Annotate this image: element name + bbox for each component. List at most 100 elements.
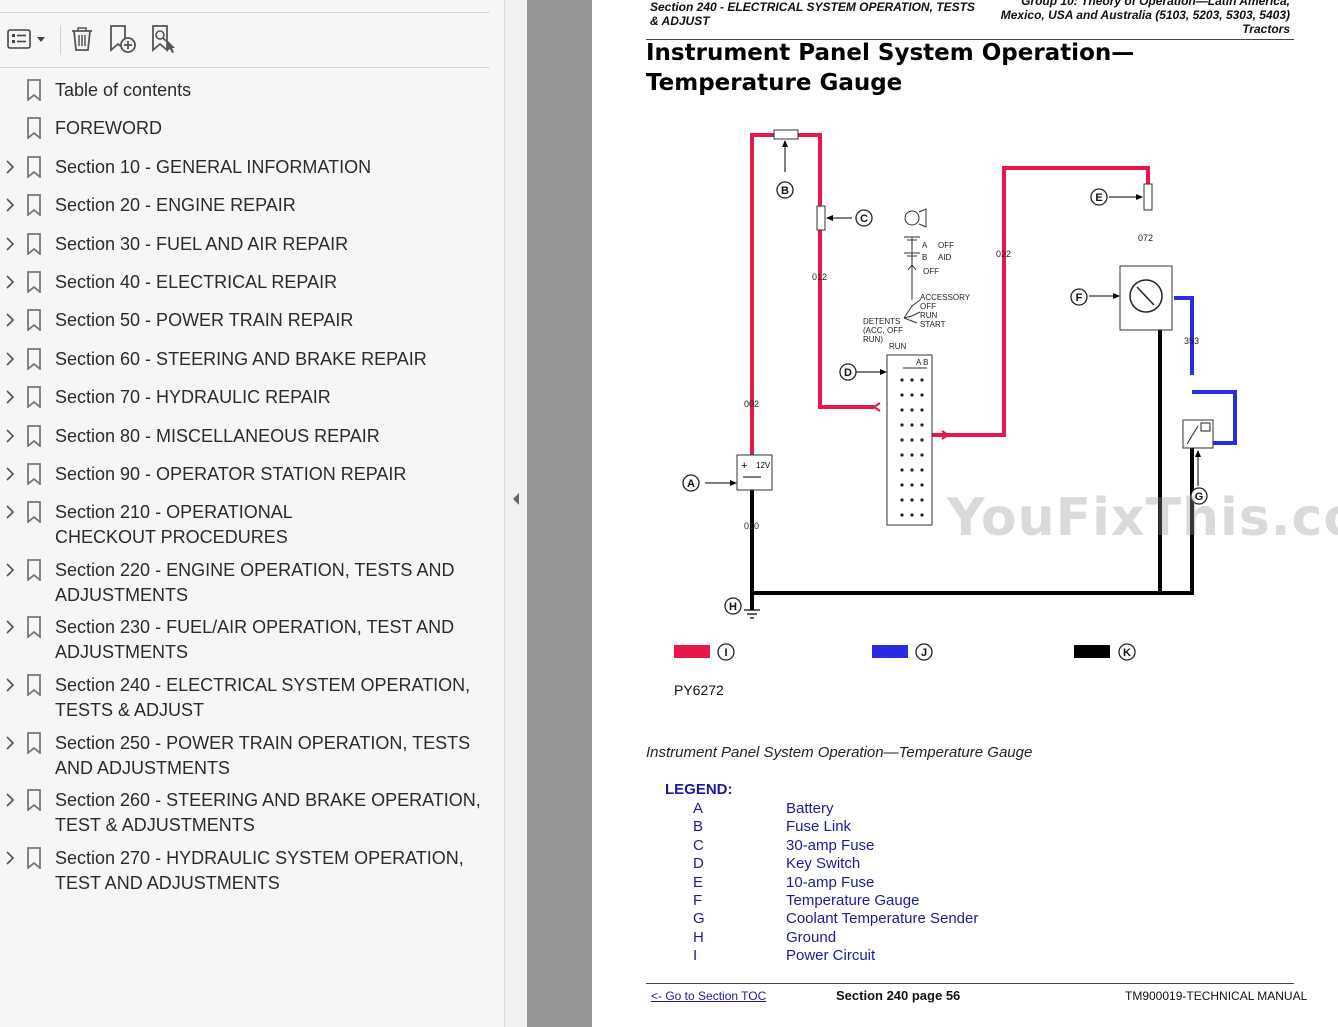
bookmark-icon <box>26 847 42 870</box>
switch-label: B <box>922 253 927 262</box>
leader-arrow <box>880 369 887 375</box>
panel-splitter[interactable] <box>505 0 527 1027</box>
legend-value: Coolant Temperature Sender <box>786 910 979 928</box>
header-group-line: Mexico, USA and Australia (5103, 5203, 5… <box>1000 8 1290 22</box>
chevron-right-icon[interactable] <box>4 674 16 696</box>
callout-label: A <box>687 478 695 490</box>
legend-value: Ground <box>786 928 837 946</box>
bookmark-label: Section 60 - STEERING AND BRAKE REPAIR <box>55 349 427 369</box>
header-group-line: Tractors <box>1242 22 1290 36</box>
bookmark-label: Table of contents <box>55 80 192 100</box>
switch-label: START <box>920 320 946 329</box>
legend-value: Temperature Gauge <box>786 892 920 909</box>
bookmark-label: Section 80 - MISCELLANEOUS REPAIR <box>55 426 380 446</box>
go-to-section-toc-link[interactable]: <- Go to Section TOC <box>651 989 767 1003</box>
bookmark-icon <box>26 386 42 409</box>
leader-arrow <box>826 215 833 221</box>
collapse-sidebar-icon[interactable] <box>510 490 522 508</box>
chevron-right-icon[interactable] <box>4 559 16 581</box>
bookmark-label-line: ADJUSTMENTS <box>55 642 189 662</box>
bookmark-label: Section 220 - ENGINE OPERATION, TESTS AN… <box>55 558 485 608</box>
color-key-label: J <box>921 647 927 659</box>
leader-arrow <box>730 480 737 486</box>
trash-icon[interactable] <box>66 23 98 55</box>
chevron-right-icon[interactable] <box>4 425 16 447</box>
chevron-right-icon[interactable] <box>4 463 16 485</box>
bookmark-icon <box>26 348 42 371</box>
chevron-right-icon[interactable] <box>4 732 16 754</box>
switch-label: A B <box>916 358 928 367</box>
chevron-right-icon[interactable] <box>4 847 16 869</box>
leader-arrow <box>1113 293 1120 299</box>
chevron-right-icon[interactable] <box>4 616 16 638</box>
leader-arrow <box>1195 450 1201 457</box>
callout-label: G <box>1195 491 1204 503</box>
chevron-right-icon[interactable] <box>4 309 16 331</box>
coolant-sender-symbol <box>1182 419 1214 449</box>
switch-label: RUN <box>889 342 907 351</box>
bookmark-label: Section 50 - POWER TRAIN REPAIR <box>55 310 354 330</box>
bookmark-label-line: Section 260 - STEERING AND BRAKE OPERATI… <box>55 790 481 810</box>
bookmark-label-line: CHECKOUT PROCEDURES <box>55 527 288 547</box>
chevron-right-icon[interactable] <box>4 271 16 293</box>
bookmark-label: Section 10 - GENERAL INFORMATION <box>55 157 372 177</box>
add-bookmark-icon[interactable] <box>106 23 138 55</box>
chevron-right-icon[interactable] <box>4 233 16 255</box>
color-key-label: I <box>724 647 727 659</box>
bookmark-icon <box>26 501 42 524</box>
bookmark-label: Section 240 - ELECTRICAL SYSTEM OPERATIO… <box>55 673 485 723</box>
ground-circuit-wires <box>750 330 1194 610</box>
chevron-right-icon[interactable] <box>4 789 16 811</box>
bookmark-label-line: AND ADJUSTMENTS <box>55 758 231 778</box>
bookmark-label-line: Section 210 - OPERATIONAL <box>55 502 293 522</box>
callout-label: E <box>1095 192 1102 204</box>
bookmark-icon <box>26 156 42 179</box>
legend-key: C <box>693 836 704 854</box>
chevron-right-icon[interactable] <box>4 348 16 370</box>
wire-label: 012 <box>812 272 827 282</box>
bookmark-icon <box>26 732 42 755</box>
legend-key: D <box>693 855 704 873</box>
header-group: Group 10: Theory of Operation—Latin Amer… <box>972 0 1290 36</box>
page-number: Section 240 page 56 <box>836 988 961 1003</box>
bookmark-label-line: TEST AND ADJUSTMENTS <box>55 873 280 893</box>
bookmark-label-line: Section 230 - FUEL/AIR OPERATION, TEST A… <box>55 617 455 637</box>
header-section: Section 240 - ELECTRICAL SYSTEM OPERATIO… <box>650 0 975 28</box>
bookmark-icon <box>26 789 42 812</box>
color-key-letters: I J K <box>724 647 1131 659</box>
legend-value: Power Circuit <box>786 947 876 965</box>
fuse-10a-symbol <box>1143 183 1153 211</box>
switch-label: RUN) <box>863 335 883 344</box>
bookmark-search-icon[interactable] <box>148 23 180 55</box>
battery-plus: + <box>741 460 747 472</box>
figure-id: PY6272 <box>674 682 724 698</box>
chevron-right-icon[interactable] <box>4 194 16 216</box>
chevron-right-icon[interactable] <box>4 156 16 178</box>
header-rule <box>646 39 1294 40</box>
legend-key: I <box>693 947 698 965</box>
bookmark-label-line: TESTS & ADJUST <box>55 700 205 720</box>
battery-voltage: 12V <box>756 461 771 470</box>
wire-label: 002 <box>744 399 759 409</box>
callout-label: D <box>844 367 852 379</box>
fuse-link-symbol <box>773 129 799 140</box>
switch-label: OFF <box>920 302 936 311</box>
switch-label: OFF <box>923 267 939 276</box>
bookmark-label: Section 90 - OPERATOR STATION REPAIR <box>55 464 407 484</box>
chevron-right-icon[interactable] <box>4 501 16 523</box>
battery-symbol <box>736 454 773 491</box>
outline-view-icon[interactable] <box>6 23 50 55</box>
callout-label: B <box>781 185 789 197</box>
bookmark-icon <box>26 559 42 582</box>
legend-value: Battery <box>786 800 834 817</box>
bookmark-label: Section 70 - HYDRAULIC REPAIR <box>55 387 331 407</box>
bookmark-label: Section 40 - ELECTRICAL REPAIR <box>55 272 338 292</box>
bookmark-label: Section 260 - STEERING AND BRAKE OPERATI… <box>55 788 485 838</box>
legend-key: H <box>693 928 704 946</box>
switch-label: RUN <box>920 311 938 320</box>
leader-arrow <box>782 140 788 147</box>
wire-label: 353 <box>1184 336 1199 346</box>
bookmark-label: Section 20 - ENGINE REPAIR <box>55 195 296 215</box>
chevron-right-icon[interactable] <box>4 386 16 408</box>
